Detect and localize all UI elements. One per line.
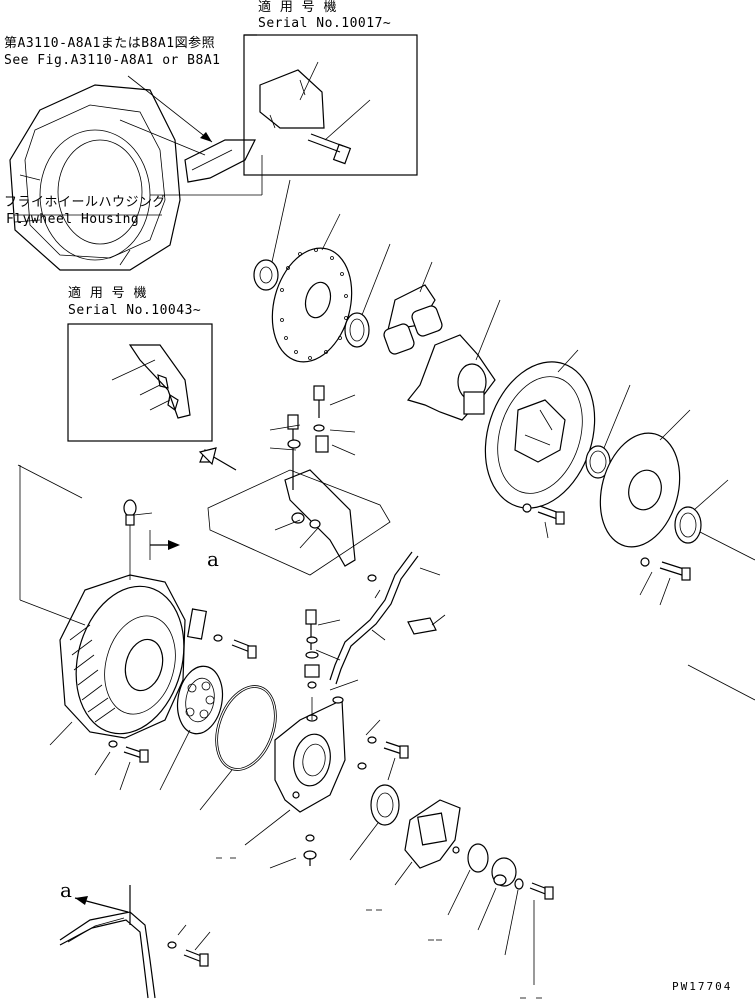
bolt-upper-right — [522, 503, 691, 606]
o-ring — [199, 685, 277, 811]
flywheel-housing — [9, 75, 263, 271]
coupling-hub — [406, 299, 501, 421]
rear-cover — [244, 609, 359, 846]
bearing-upper — [253, 179, 291, 291]
serial-box-2-serial: Serial No.10043~ — [68, 303, 202, 318]
stray-marks — [216, 857, 542, 999]
detail-a — [59, 885, 211, 999]
output-flange — [394, 799, 461, 886]
serial-box-1-frame — [243, 34, 418, 176]
serial-box-2-frame — [67, 323, 237, 471]
cover-plate-right — [599, 409, 691, 548]
coupling-spacers — [383, 261, 443, 355]
oil-seal-upper — [344, 243, 391, 348]
bolts-lower-left — [94, 634, 257, 791]
view-marker-a-upper: a — [207, 547, 220, 571]
view-marker-a-lower: a — [60, 878, 73, 902]
bracket-assembly — [207, 385, 391, 576]
bolts-rear-cover — [269, 719, 409, 869]
header-note-ja: 第A3110-A8A1またはB8A1図参照 — [4, 36, 216, 51]
housing-label-ja: フライホイールハウジング — [4, 195, 167, 210]
bearing-lower — [159, 665, 224, 791]
clutch-housing-main — [17, 464, 208, 746]
serial-box-1-title: 適 用 号 機 — [258, 0, 337, 15]
serial-box-2-title: 適 用 号 機 — [68, 286, 147, 301]
header-note-en: See Fig.A3110-A8A1 or B8A1 — [4, 53, 221, 68]
tube-assembly — [329, 551, 446, 685]
washer-nut-set — [447, 843, 554, 985]
drawing-code: PW17704 — [672, 980, 733, 993]
oil-seal-right — [674, 479, 755, 701]
housing-label-en: Flywheel Housing — [6, 212, 140, 227]
eyebolt — [123, 499, 153, 580]
clutch-housing-upper — [484, 349, 596, 509]
oil-seal-lower — [349, 784, 400, 861]
serial-box-1-serial: Serial No.10017~ — [258, 16, 392, 31]
flex-plate — [271, 213, 353, 363]
